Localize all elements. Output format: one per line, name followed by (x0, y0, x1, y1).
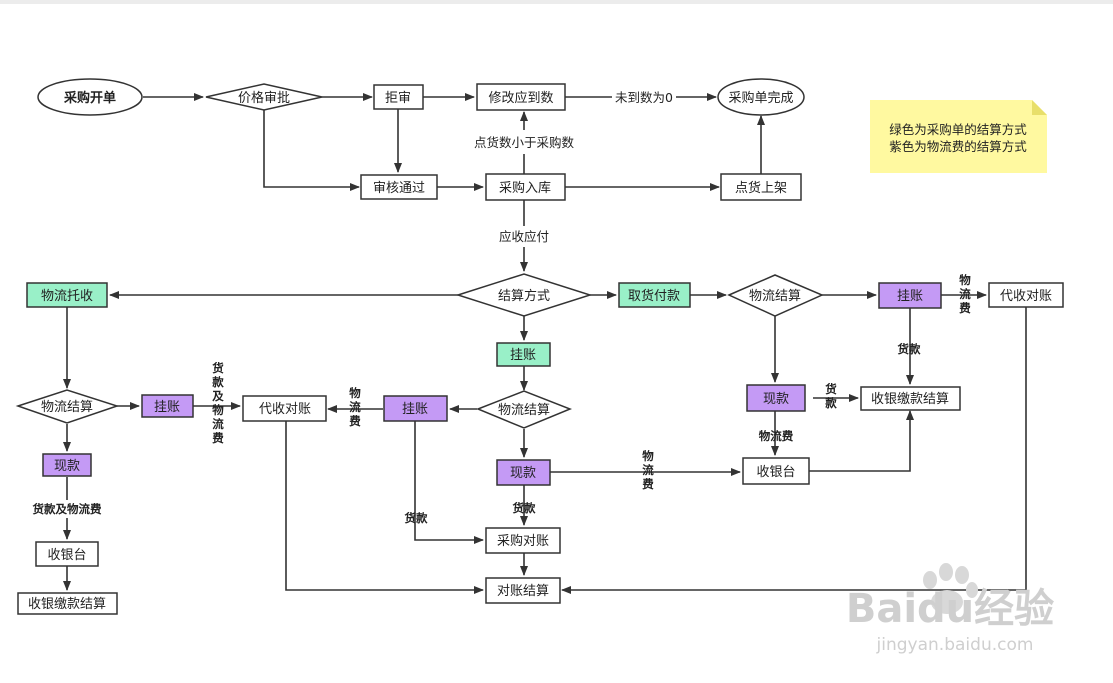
node-wuliu-jiesuan-c: 物流结算 (475, 390, 573, 429)
node-shouyin-jiaokuan-r-label: 收银缴款结算 (871, 392, 949, 407)
node-xiankuan-r: 现款 (746, 384, 806, 412)
label-huokuan-c2: 货款 (512, 501, 536, 515)
node-wuliu-jiesuan-l: 物流结算 (15, 389, 120, 424)
node-quhuo-fukuan-label: 取货付款 (628, 288, 680, 304)
node-daishou-duizhang-c-label: 代收对账 (259, 402, 311, 417)
watermark-url: jingyan.baidu.com (876, 635, 1034, 655)
node-daishou-duizhang-r: 代收对账 (988, 282, 1064, 308)
label-huokuan-c: 货款 (404, 511, 428, 525)
node-caigou-ruku: 采购入库 (485, 173, 566, 201)
node-caigou-kaidan: 采购开单 (37, 78, 143, 116)
node-wuliu-jiesuan-r-label: 物流结算 (749, 289, 801, 304)
node-shenhe-tongguo-label: 审核通过 (373, 181, 425, 196)
vlabel-r-wuliufei: 物流费 (959, 273, 971, 315)
edge-guazhang-caigoudz (414, 421, 484, 544)
watermark-brand: Baidu经验 (846, 586, 1054, 632)
node-jushen: 拒审 (373, 84, 424, 110)
node-guazhang-c: 挂账 (496, 342, 551, 367)
note-line2: 紫色为物流费的结算方式 (889, 139, 1027, 154)
node-jiesuan-fangshi: 结算方式 (455, 273, 593, 317)
vertical-labels: 货款及物流费 物流费 物流费 货款 物流费 (211, 273, 971, 491)
node-wuliu-jiesuan-c-label: 物流结算 (498, 403, 550, 418)
baidu-watermark: Baidu经验 jingyan.baidu.com (846, 563, 1054, 655)
top-border (0, 0, 1113, 4)
node-xiankuan-l: 现款 (42, 453, 92, 477)
label-wuliufei-r: 物流费 (759, 429, 794, 443)
node-duizhang-jiesuan-label: 对账结算 (497, 584, 549, 599)
paw-icon (923, 563, 978, 614)
node-guazhang-c2-label: 挂账 (402, 402, 428, 417)
node-shouyin-jiaokuan-l: 收银缴款结算 (17, 592, 118, 615)
node-caigoudan-wancheng-label: 采购单完成 (728, 90, 793, 106)
node-wuliu-tuoshou: 物流托收 (26, 282, 108, 308)
node-xiankuan-c: 现款 (496, 459, 551, 486)
label-huokuan-r: 货款 (897, 342, 921, 356)
legend-note: 绿色为采购单的结算方式 紫色为物流费的结算方式 (870, 100, 1047, 173)
node-caigou-kaidan-label: 采购开单 (63, 90, 116, 106)
node-dianhuo-shangjia: 点货上架 (720, 173, 802, 201)
node-shouyintai-r-label: 收银台 (756, 465, 795, 480)
label-yingshou-yingfu: 应收应付 (499, 229, 549, 244)
node-shenhe-tongguo: 审核通过 (360, 174, 438, 200)
node-caigou-ruku-label: 采购入库 (499, 180, 551, 196)
edge-shenpi-shenhe (263, 110, 360, 191)
label-dianhuo-xiaoyu: 点货数小于采购数 (474, 135, 575, 150)
vlabel-mid-wuliufei: 物流费 (642, 449, 654, 491)
node-guazhang-l-label: 挂账 (154, 400, 180, 415)
node-shouyintai-l: 收银台 (35, 541, 99, 567)
note-line1: 绿色为采购单的结算方式 (889, 122, 1027, 137)
node-shouyin-jiaokuan-l-label: 收银缴款结算 (28, 597, 106, 612)
edge-labels: 未到数为0 点货数小于采购数 应收应付 货款及物流费 货款 货款 物流费 货款 (32, 90, 921, 525)
edges (63, 93, 1027, 594)
node-caigou-duizhang: 采购对账 (485, 527, 561, 554)
node-shouyintai-l-label: 收银台 (47, 548, 86, 563)
node-xiankuan-c-label: 现款 (510, 466, 536, 481)
nodes: 采购开单 价格审批 拒审 修改应到数 采购单完成 审核通过 采购入库 (15, 78, 1064, 615)
node-daishou-duizhang-r-label: 代收对账 (1000, 289, 1052, 304)
label-huokuan-wuliufei-l: 货款及物流费 (32, 502, 102, 516)
node-guazhang-c2: 挂账 (383, 395, 448, 422)
label-weidao-0: 未到数为0 (615, 90, 673, 105)
edge-daishou-r-duizhang (561, 307, 1027, 594)
node-guazhang-c-label: 挂账 (510, 348, 536, 363)
node-jiage-shenpi: 价格审批 (205, 83, 323, 111)
node-guazhang-l: 挂账 (141, 394, 194, 418)
node-shouyintai-r: 收银台 (742, 457, 810, 485)
vlabel-r-huokuan: 货款 (824, 382, 837, 410)
node-xiugai: 修改应到数 (476, 83, 566, 111)
node-duizhang-jiesuan: 对账结算 (485, 577, 561, 604)
vlabel-c-wuliufei: 物流费 (349, 386, 361, 428)
node-dianhuo-shangjia-label: 点货上架 (735, 180, 787, 196)
node-daishou-duizhang-c: 代收对账 (242, 395, 327, 422)
node-jiage-shenpi-label: 价格审批 (238, 90, 290, 106)
node-guazhang-r: 挂账 (878, 282, 942, 309)
node-guazhang-r-label: 挂账 (897, 289, 923, 304)
node-xiankuan-l-label: 现款 (54, 459, 80, 474)
node-xiugai-label: 修改应到数 (488, 90, 553, 106)
edge-daishou-c-duizhangjs (285, 421, 484, 594)
node-caigoudan-wancheng: 采购单完成 (717, 78, 805, 116)
node-jiesuan-fangshi-label: 结算方式 (498, 288, 550, 304)
edge-shouyintai-shouyin-r (809, 410, 914, 472)
node-quhuo-fukuan: 取货付款 (618, 282, 691, 308)
node-wuliu-jiesuan-l-label: 物流结算 (41, 400, 93, 415)
node-wuliu-tuoshou-label: 物流托收 (41, 289, 93, 304)
vlabel-huokuan-ji-wuliufei: 货款及物流费 (211, 361, 224, 445)
node-shouyin-jiaokuan-r: 收银缴款结算 (860, 386, 961, 411)
node-jushen-label: 拒审 (385, 91, 411, 106)
node-xiankuan-r-label: 现款 (763, 392, 789, 407)
node-caigou-duizhang-label: 采购对账 (497, 533, 549, 549)
node-wuliu-jiesuan-r: 物流结算 (727, 274, 824, 317)
